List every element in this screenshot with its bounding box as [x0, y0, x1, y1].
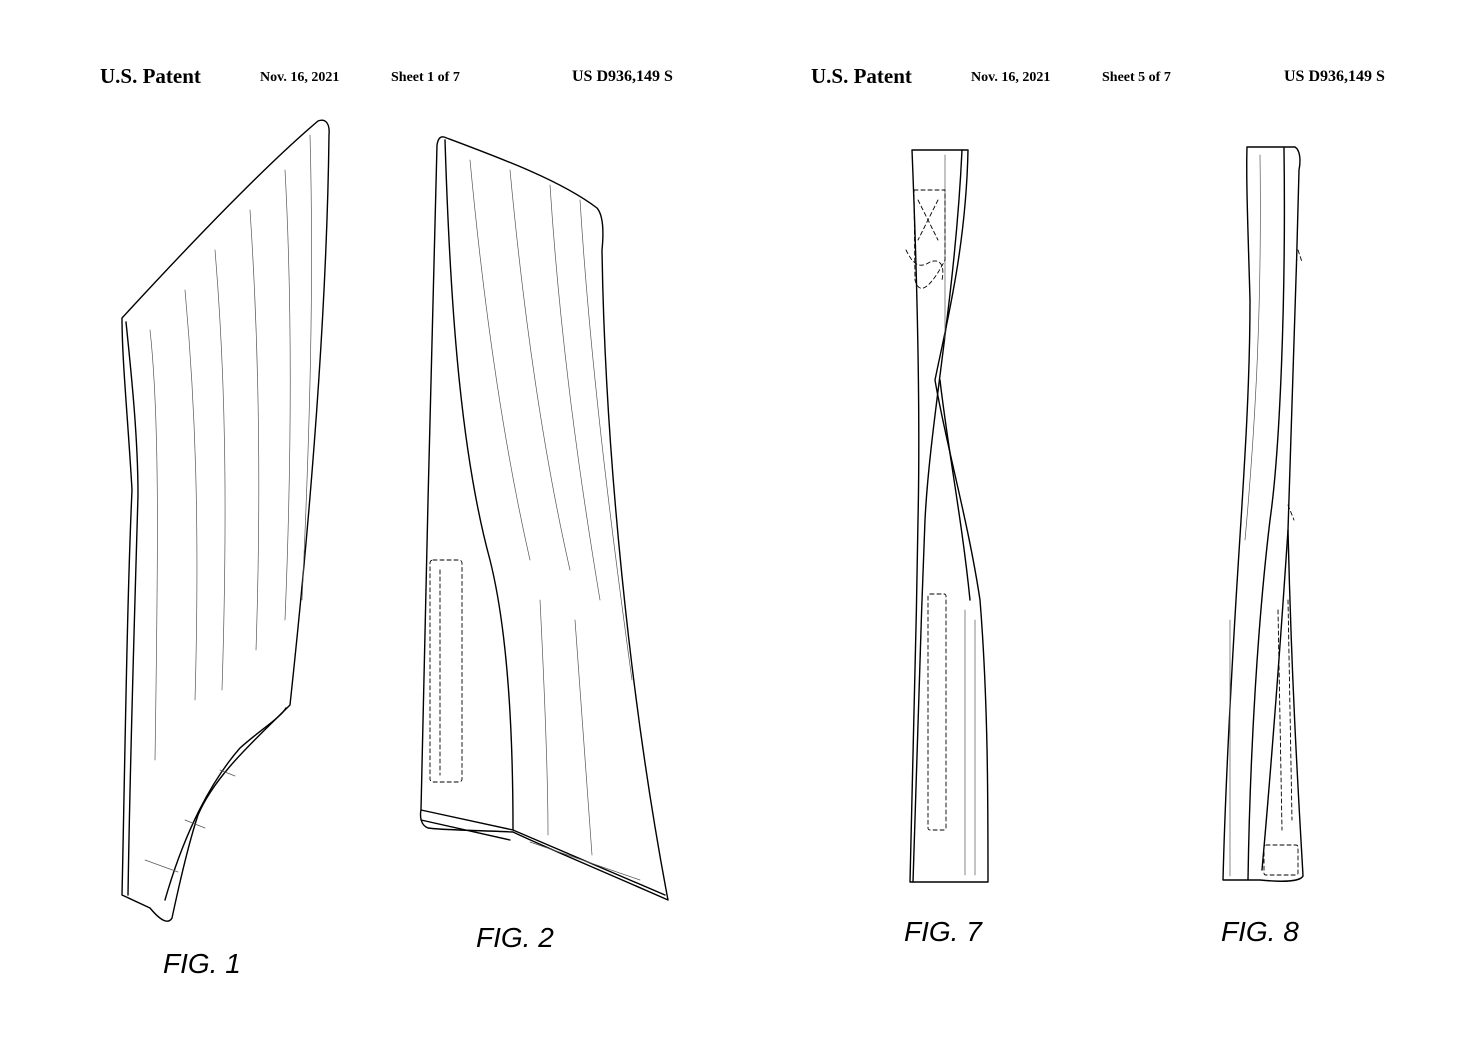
right-patent-title: U.S. Patent	[811, 64, 912, 88]
fig-2-drawing	[419, 136, 669, 901]
left-patent-number: US D936,149 S	[572, 68, 673, 85]
fig-2-label: FIG. 2	[476, 922, 554, 953]
fig-7-label: FIG. 7	[904, 916, 982, 947]
left-patent-title: U.S. Patent	[100, 64, 201, 88]
fig-8-drawing	[1222, 146, 1304, 882]
right-sheet-number: Sheet 5 of 7	[1102, 70, 1171, 85]
fig-7-drawing	[905, 149, 989, 883]
fig-1-label: FIG. 1	[163, 948, 241, 979]
right-patent-number: US D936,149 S	[1284, 68, 1385, 85]
fig-1-drawing	[121, 119, 330, 922]
left-patent-date: Nov. 16, 2021	[260, 70, 340, 85]
right-patent-date: Nov. 16, 2021	[971, 70, 1051, 85]
fig-8-label: FIG. 8	[1221, 916, 1299, 947]
left-sheet-number: Sheet 1 of 7	[391, 70, 460, 85]
